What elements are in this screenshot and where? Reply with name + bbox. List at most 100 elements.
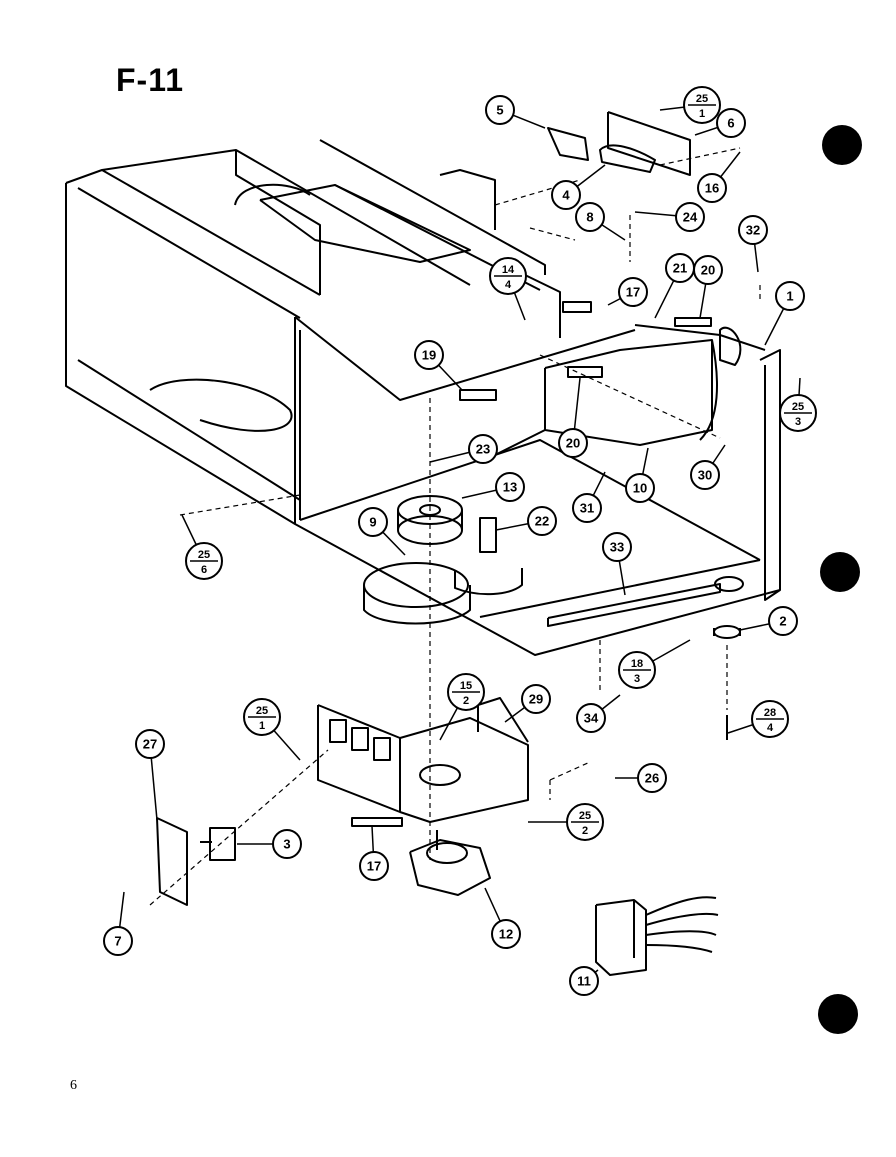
callout-label: 5: [496, 103, 503, 118]
motor-bracket: [317, 697, 529, 823]
callout-circle: [527, 506, 557, 536]
callout-c12: 12: [484, 887, 521, 949]
callout-label: 19: [422, 348, 436, 363]
callout-circle: [697, 173, 727, 203]
fraction-numerator: 25: [256, 705, 268, 717]
fraction-callout-f18_3: 183: [618, 639, 691, 689]
blower-assembly: [363, 495, 523, 625]
callout-c32: 32: [738, 215, 768, 273]
callout-circle: [272, 829, 302, 859]
callout-c27: 27: [135, 729, 165, 821]
callout-c21: 21: [654, 253, 695, 319]
callout-circle: [625, 473, 655, 503]
callout-circle: [575, 202, 605, 232]
figure-title: F-11: [116, 62, 185, 98]
callout-c17a: 17: [607, 277, 648, 307]
callout-c23: 23: [429, 434, 498, 464]
callout-circle: [602, 532, 632, 562]
callout-c8: 8: [575, 202, 626, 241]
callout-label: 13: [503, 480, 517, 495]
callout-label: 9: [369, 515, 376, 530]
callout-label: 21: [673, 261, 687, 276]
callout-circle: [775, 281, 805, 311]
callout-label: 27: [143, 737, 157, 752]
fraction-callout-f25_3: 253: [779, 377, 817, 432]
callout-c4: 4: [551, 164, 606, 210]
callout-circle: [690, 460, 720, 490]
binder-hole: [818, 994, 858, 1034]
fraction-numerator: 14: [502, 264, 515, 276]
callout-c5: 5: [485, 95, 546, 129]
callout-circle: [572, 493, 602, 523]
callout-label: 24: [683, 210, 698, 225]
callout-c1: 1: [764, 281, 805, 346]
callout-label: 17: [367, 859, 381, 874]
fraction-callout-f28_4: 284: [727, 700, 789, 738]
callout-label: 3: [283, 837, 290, 852]
fraction-denominator: 4: [767, 722, 774, 734]
callout-c6: 6: [694, 108, 746, 138]
binder-hole: [820, 552, 860, 592]
fraction-denominator: 1: [699, 108, 705, 120]
fraction-numerator: 15: [460, 680, 472, 692]
fraction-callout-f25_1_top: 251: [659, 86, 721, 124]
callout-label: 20: [566, 436, 580, 451]
fraction-denominator: 6: [201, 564, 207, 576]
callout-circle: [637, 763, 667, 793]
fraction-numerator: 25: [579, 810, 591, 822]
callout-layer: 1234567891011121316171719202021222324262…: [103, 95, 805, 996]
callout-c33: 33: [602, 532, 632, 596]
page-number: 6: [70, 1078, 77, 1093]
callout-circle: [485, 95, 515, 125]
callout-label: 11: [577, 974, 591, 989]
callout-circle: [135, 729, 165, 759]
callout-label: 16: [705, 181, 719, 196]
callout-circle: [558, 428, 588, 458]
callout-label: 4: [562, 188, 570, 203]
fraction-denominator: 2: [582, 825, 588, 837]
callout-circle: [468, 434, 498, 464]
callout-label: 8: [586, 210, 593, 225]
callout-c11: 11: [569, 966, 599, 996]
callout-c2: 2: [739, 606, 798, 636]
callout-circle: [716, 108, 746, 138]
callout-c20a: 20: [693, 255, 723, 319]
binder-holes: [818, 125, 862, 1034]
callout-circle: [359, 851, 389, 881]
fraction-denominator: 1: [259, 720, 265, 732]
callout-circle: [414, 340, 444, 370]
callout-c22: 22: [495, 506, 557, 536]
callout-circle: [768, 606, 798, 636]
fraction-callout-f15_2: 152: [439, 673, 485, 741]
callout-label: 31: [580, 501, 594, 516]
cabinet-housing: [65, 139, 781, 656]
callout-label: 30: [698, 468, 712, 483]
callout-label: 7: [114, 934, 121, 949]
fraction-denominator: 2: [463, 695, 469, 707]
callout-c16: 16: [697, 151, 741, 203]
callout-label: 34: [584, 711, 599, 726]
callout-circle: [358, 507, 388, 537]
wire-harness-connector: [595, 896, 719, 976]
callout-label: 1: [786, 289, 793, 304]
callout-c24: 24: [634, 202, 705, 232]
switch-bracket: [156, 817, 236, 906]
fraction-denominator: 3: [634, 673, 640, 685]
callout-circle: [495, 472, 525, 502]
callout-c31: 31: [572, 471, 606, 523]
callout-c34: 34: [576, 694, 621, 733]
fraction-numerator: 18: [631, 658, 643, 670]
fraction-denominator: 4: [505, 279, 512, 291]
fraction-numerator: 28: [764, 707, 776, 719]
callout-label: 23: [476, 442, 490, 457]
callout-circle: [569, 966, 599, 996]
callout-c20b: 20: [558, 377, 588, 458]
callout-circle: [738, 215, 768, 245]
callout-circle: [491, 919, 521, 949]
callout-c9: 9: [358, 507, 406, 556]
fraction-numerator: 25: [198, 549, 210, 561]
callout-circle: [521, 684, 551, 714]
callout-label: 17: [626, 285, 640, 300]
